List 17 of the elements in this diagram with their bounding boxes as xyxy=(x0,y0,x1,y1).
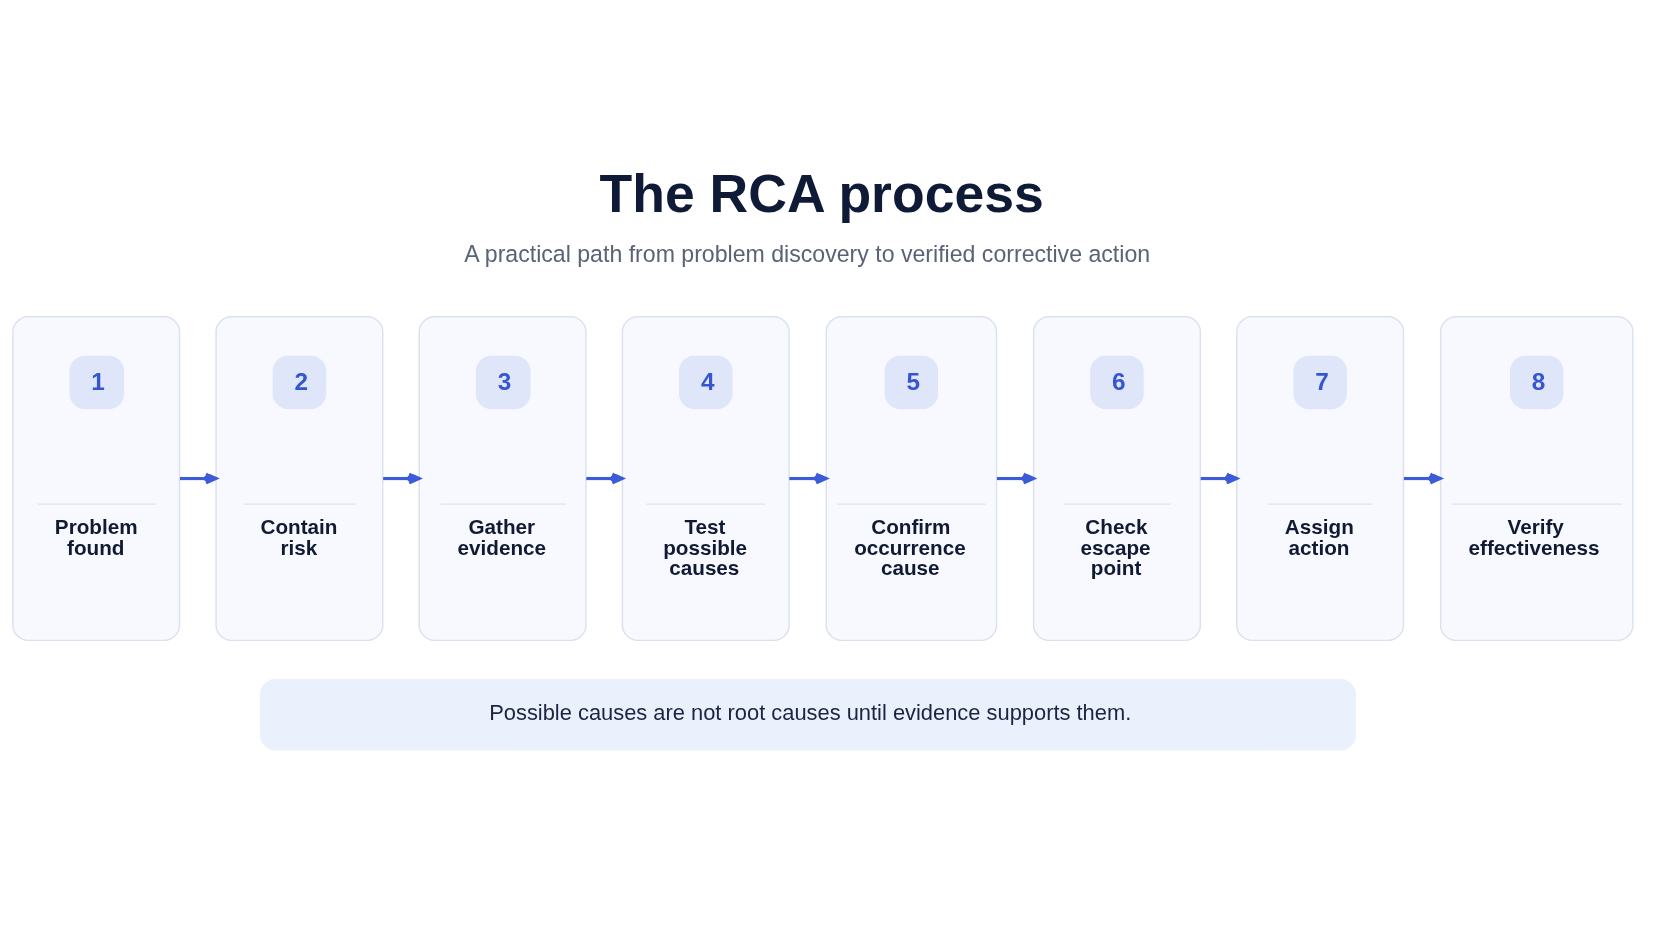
node-box: 7 Assign action xyxy=(1236,315,1405,641)
node-box: 2 Contain risk xyxy=(215,315,384,641)
node-box: 1 Problem found xyxy=(12,315,181,641)
arrow xyxy=(996,472,1036,484)
diagram-title: The RCA process xyxy=(599,163,1044,223)
node-box: 8 Verify effectiveness xyxy=(1439,315,1634,641)
arrow xyxy=(586,472,624,484)
node-box: 6 Check escape point xyxy=(1032,315,1202,641)
arrow xyxy=(1200,472,1239,484)
arrow xyxy=(179,472,218,484)
arrow xyxy=(383,472,421,484)
label: A practical path from problem discovery to verified corrective action xyxy=(464,240,1151,267)
node-box: 4 Test possible causes xyxy=(621,315,790,641)
arrow xyxy=(789,472,828,484)
node-box: 5 Confirm occurrence cause xyxy=(825,315,998,641)
arrow xyxy=(1403,472,1442,484)
node-box: 3 Gather evidence xyxy=(418,315,587,641)
